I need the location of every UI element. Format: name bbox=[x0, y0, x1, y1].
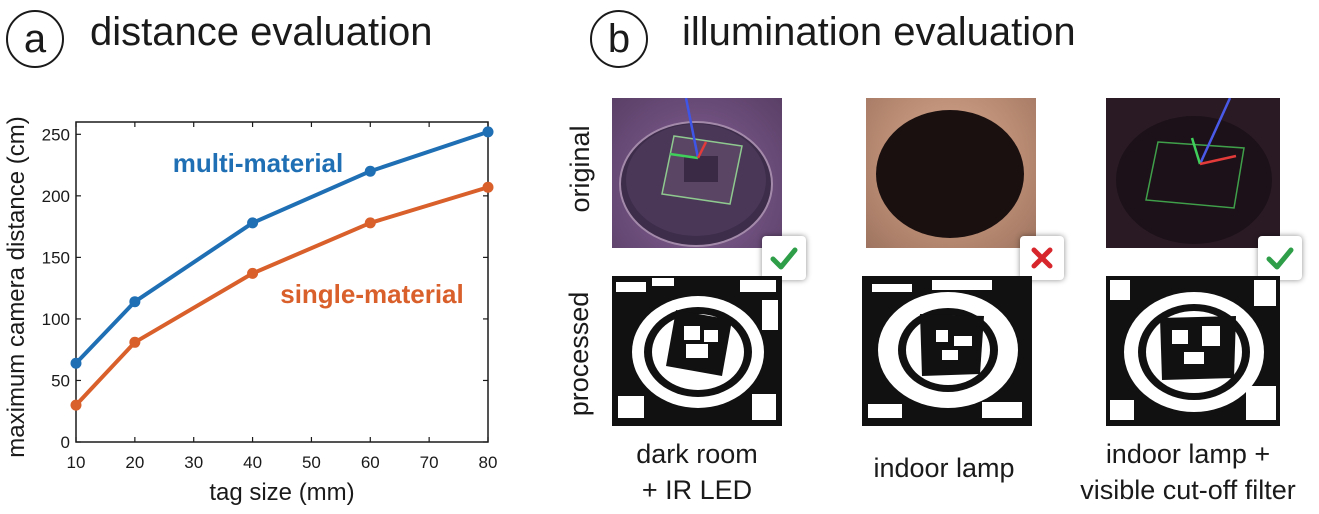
condition-line2: + IR LED bbox=[641, 475, 753, 505]
data-point bbox=[247, 267, 259, 279]
panel-b-marker: b bbox=[590, 10, 648, 68]
x-tick-label: 80 bbox=[479, 453, 498, 472]
plot-frame bbox=[75, 121, 489, 443]
data-point bbox=[364, 165, 376, 177]
original-photo-dark-room bbox=[612, 98, 782, 248]
y-tick-label: 100 bbox=[42, 310, 70, 329]
panel-a-marker: a bbox=[6, 10, 64, 68]
panel-b-title: illumination evaluation bbox=[682, 10, 1076, 54]
result-badge-filter bbox=[1258, 236, 1302, 280]
series-label-single-material: single-material bbox=[280, 279, 464, 309]
condition-line1: indoor lamp bbox=[873, 453, 1015, 483]
y-tick-label: 200 bbox=[42, 187, 70, 206]
check-icon bbox=[770, 247, 798, 270]
data-point bbox=[129, 296, 141, 308]
x-tick-label: 30 bbox=[184, 453, 203, 472]
condition-line2: visible cut-off filter bbox=[1080, 475, 1296, 505]
processed-image-dark-room bbox=[612, 276, 782, 426]
condition-line1: dark room bbox=[636, 439, 758, 469]
x-tick-label: 20 bbox=[125, 453, 144, 472]
chart-series bbox=[70, 126, 494, 411]
x-axis-label: tag size (mm) bbox=[209, 479, 354, 506]
data-point bbox=[70, 357, 82, 369]
row-label-processed: processed bbox=[564, 291, 594, 417]
result-badge-indoor-lamp bbox=[1020, 236, 1064, 280]
condition-label-filter: indoor lamp + visible cut-off filter bbox=[1058, 436, 1318, 508]
processed-image-indoor-lamp bbox=[862, 276, 1032, 426]
y-axis-label: maximum camera distance (cm) bbox=[3, 116, 30, 457]
chart-axes: 10 20 30 40 50 60 70 80 0 50 100 150 200 250 bbox=[42, 121, 498, 472]
x-tick-label: 40 bbox=[243, 453, 262, 472]
condition-label-dark-room: dark room + IR LED bbox=[590, 436, 804, 508]
original-photo-indoor-lamp bbox=[866, 98, 1036, 248]
row-label-original: original bbox=[565, 125, 595, 213]
panel-b-letter: b bbox=[607, 16, 631, 61]
x-tick-label: 60 bbox=[361, 453, 380, 472]
x-tick-label: 50 bbox=[302, 453, 321, 472]
panel-a-letter: a bbox=[23, 16, 47, 61]
check-icon bbox=[1266, 247, 1294, 270]
result-badge-dark-room bbox=[762, 236, 806, 280]
processed-image-filter bbox=[1106, 276, 1280, 426]
x-tick-label: 70 bbox=[420, 453, 439, 472]
data-point bbox=[482, 181, 494, 193]
x-tick-label: 10 bbox=[67, 453, 86, 472]
y-tick-label: 0 bbox=[61, 433, 70, 452]
distance-chart: 10 20 30 40 50 60 70 80 0 50 100 150 200 250 tag size… bbox=[3, 116, 498, 506]
data-point bbox=[482, 126, 494, 138]
panel-a-title: distance evaluation bbox=[90, 10, 433, 54]
data-point bbox=[364, 217, 376, 229]
data-point bbox=[247, 217, 259, 229]
data-point bbox=[129, 336, 141, 348]
condition-line1: indoor lamp + bbox=[1105, 439, 1271, 469]
original-photo-filter bbox=[1106, 98, 1280, 248]
y-tick-label: 250 bbox=[42, 125, 70, 144]
data-point bbox=[70, 399, 82, 411]
y-tick-label: 150 bbox=[42, 248, 70, 267]
condition-label-indoor-lamp: indoor lamp bbox=[844, 450, 1044, 486]
y-tick-label: 50 bbox=[51, 371, 70, 390]
series-label-multi-material: multi-material bbox=[173, 148, 344, 178]
cross-icon bbox=[1031, 247, 1053, 269]
